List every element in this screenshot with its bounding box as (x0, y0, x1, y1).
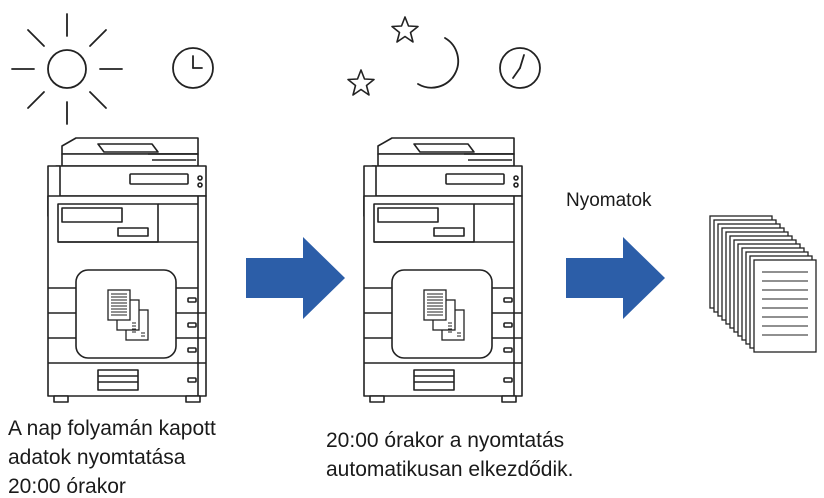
day-print-caption: A nap folyamán kapott adatok nyomtatása … (8, 417, 216, 498)
star-icon (347, 16, 419, 96)
printed-pages-icon (709, 215, 817, 353)
clock-icon (499, 47, 541, 89)
clock-icon (172, 47, 214, 89)
auto-start-caption: 20:00 órakor a nyomtatás automatikusan e… (326, 429, 574, 481)
printer-icon (363, 137, 523, 403)
crescent-moon-icon (417, 37, 460, 89)
right-arrow-icon (246, 237, 345, 319)
right-arrow-icon (566, 237, 665, 319)
printer-icon (47, 137, 207, 403)
output-label: Nyomatok (566, 190, 652, 211)
sun-icon (11, 13, 123, 125)
